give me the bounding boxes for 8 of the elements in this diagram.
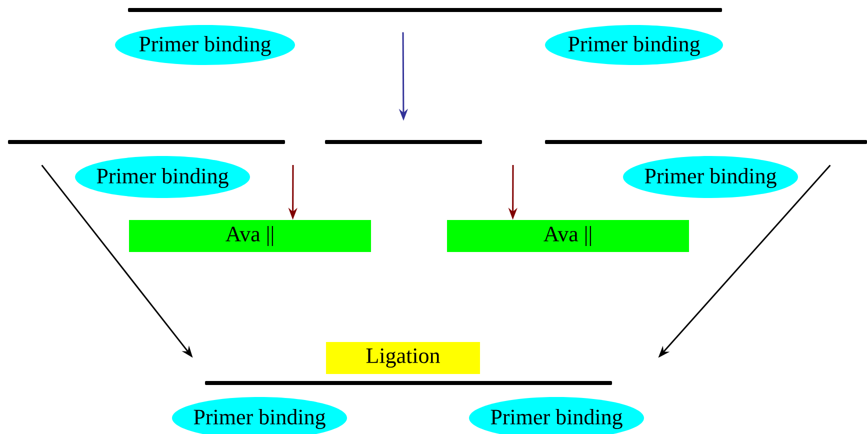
enzyme-box: Ava || bbox=[129, 220, 371, 252]
dna-strand bbox=[545, 140, 867, 144]
dna-strand bbox=[8, 140, 285, 144]
enzyme-box: Ligation bbox=[326, 342, 480, 374]
enzyme-box: Ava || bbox=[447, 220, 689, 252]
dna-strand bbox=[205, 381, 612, 385]
dna-strand bbox=[325, 140, 482, 144]
dna-strand bbox=[128, 8, 722, 12]
